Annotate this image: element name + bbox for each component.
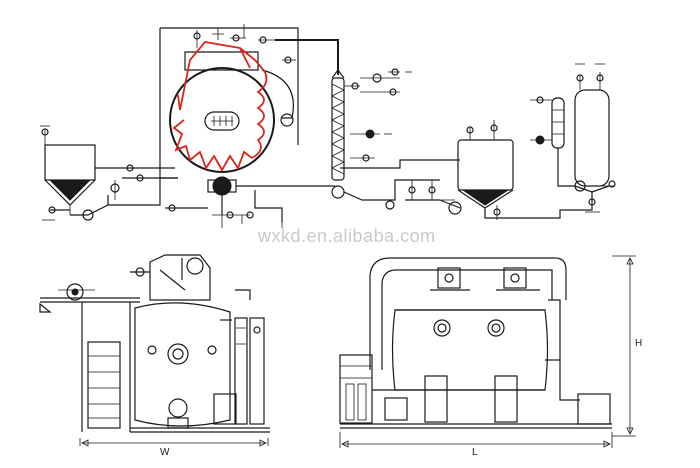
- width-dimension: W: [79, 438, 269, 458]
- side-view-columns: [213, 317, 265, 425]
- length-label: L: [472, 447, 478, 458]
- height-dimension: H: [612, 255, 642, 437]
- watermark-text: wxkd.en.alibaba.com: [257, 226, 436, 246]
- side-view-drum: [134, 302, 231, 429]
- vessel-top-valves: [193, 24, 296, 64]
- middle-dosing-tank: [420, 120, 530, 220]
- side-view-base: [130, 427, 270, 433]
- front-view-right-unit: [384, 299, 611, 425]
- width-label: W: [160, 447, 170, 458]
- heat-exchanger: [331, 69, 360, 199]
- pipe-to-heat-exchanger: [275, 39, 339, 75]
- heat-exchanger-valves: [350, 68, 412, 162]
- height-label: H: [635, 338, 642, 349]
- side-view-top-machinery: [130, 254, 251, 301]
- front-view-top-valves: [430, 267, 540, 291]
- side-view-elevation: W: [39, 254, 270, 458]
- fabric-flow-path: [172, 41, 268, 172]
- length-dimension: L: [339, 432, 613, 458]
- side-view-ladder: [81, 302, 131, 432]
- left-dosing-tank: [40, 125, 180, 221]
- main-dyeing-vessel: [169, 51, 294, 196]
- process-flow-schematic: wxkd.en.alibaba.com: [40, 24, 616, 246]
- front-view-base: [340, 423, 612, 429]
- front-view-elevation: L H: [339, 255, 642, 458]
- front-view-control-cabinet: [339, 354, 395, 424]
- front-view-drum: [391, 309, 549, 423]
- side-view-winch: [39, 283, 140, 313]
- far-right-tank: [530, 63, 616, 219]
- front-view-top-pipe: [369, 257, 567, 370]
